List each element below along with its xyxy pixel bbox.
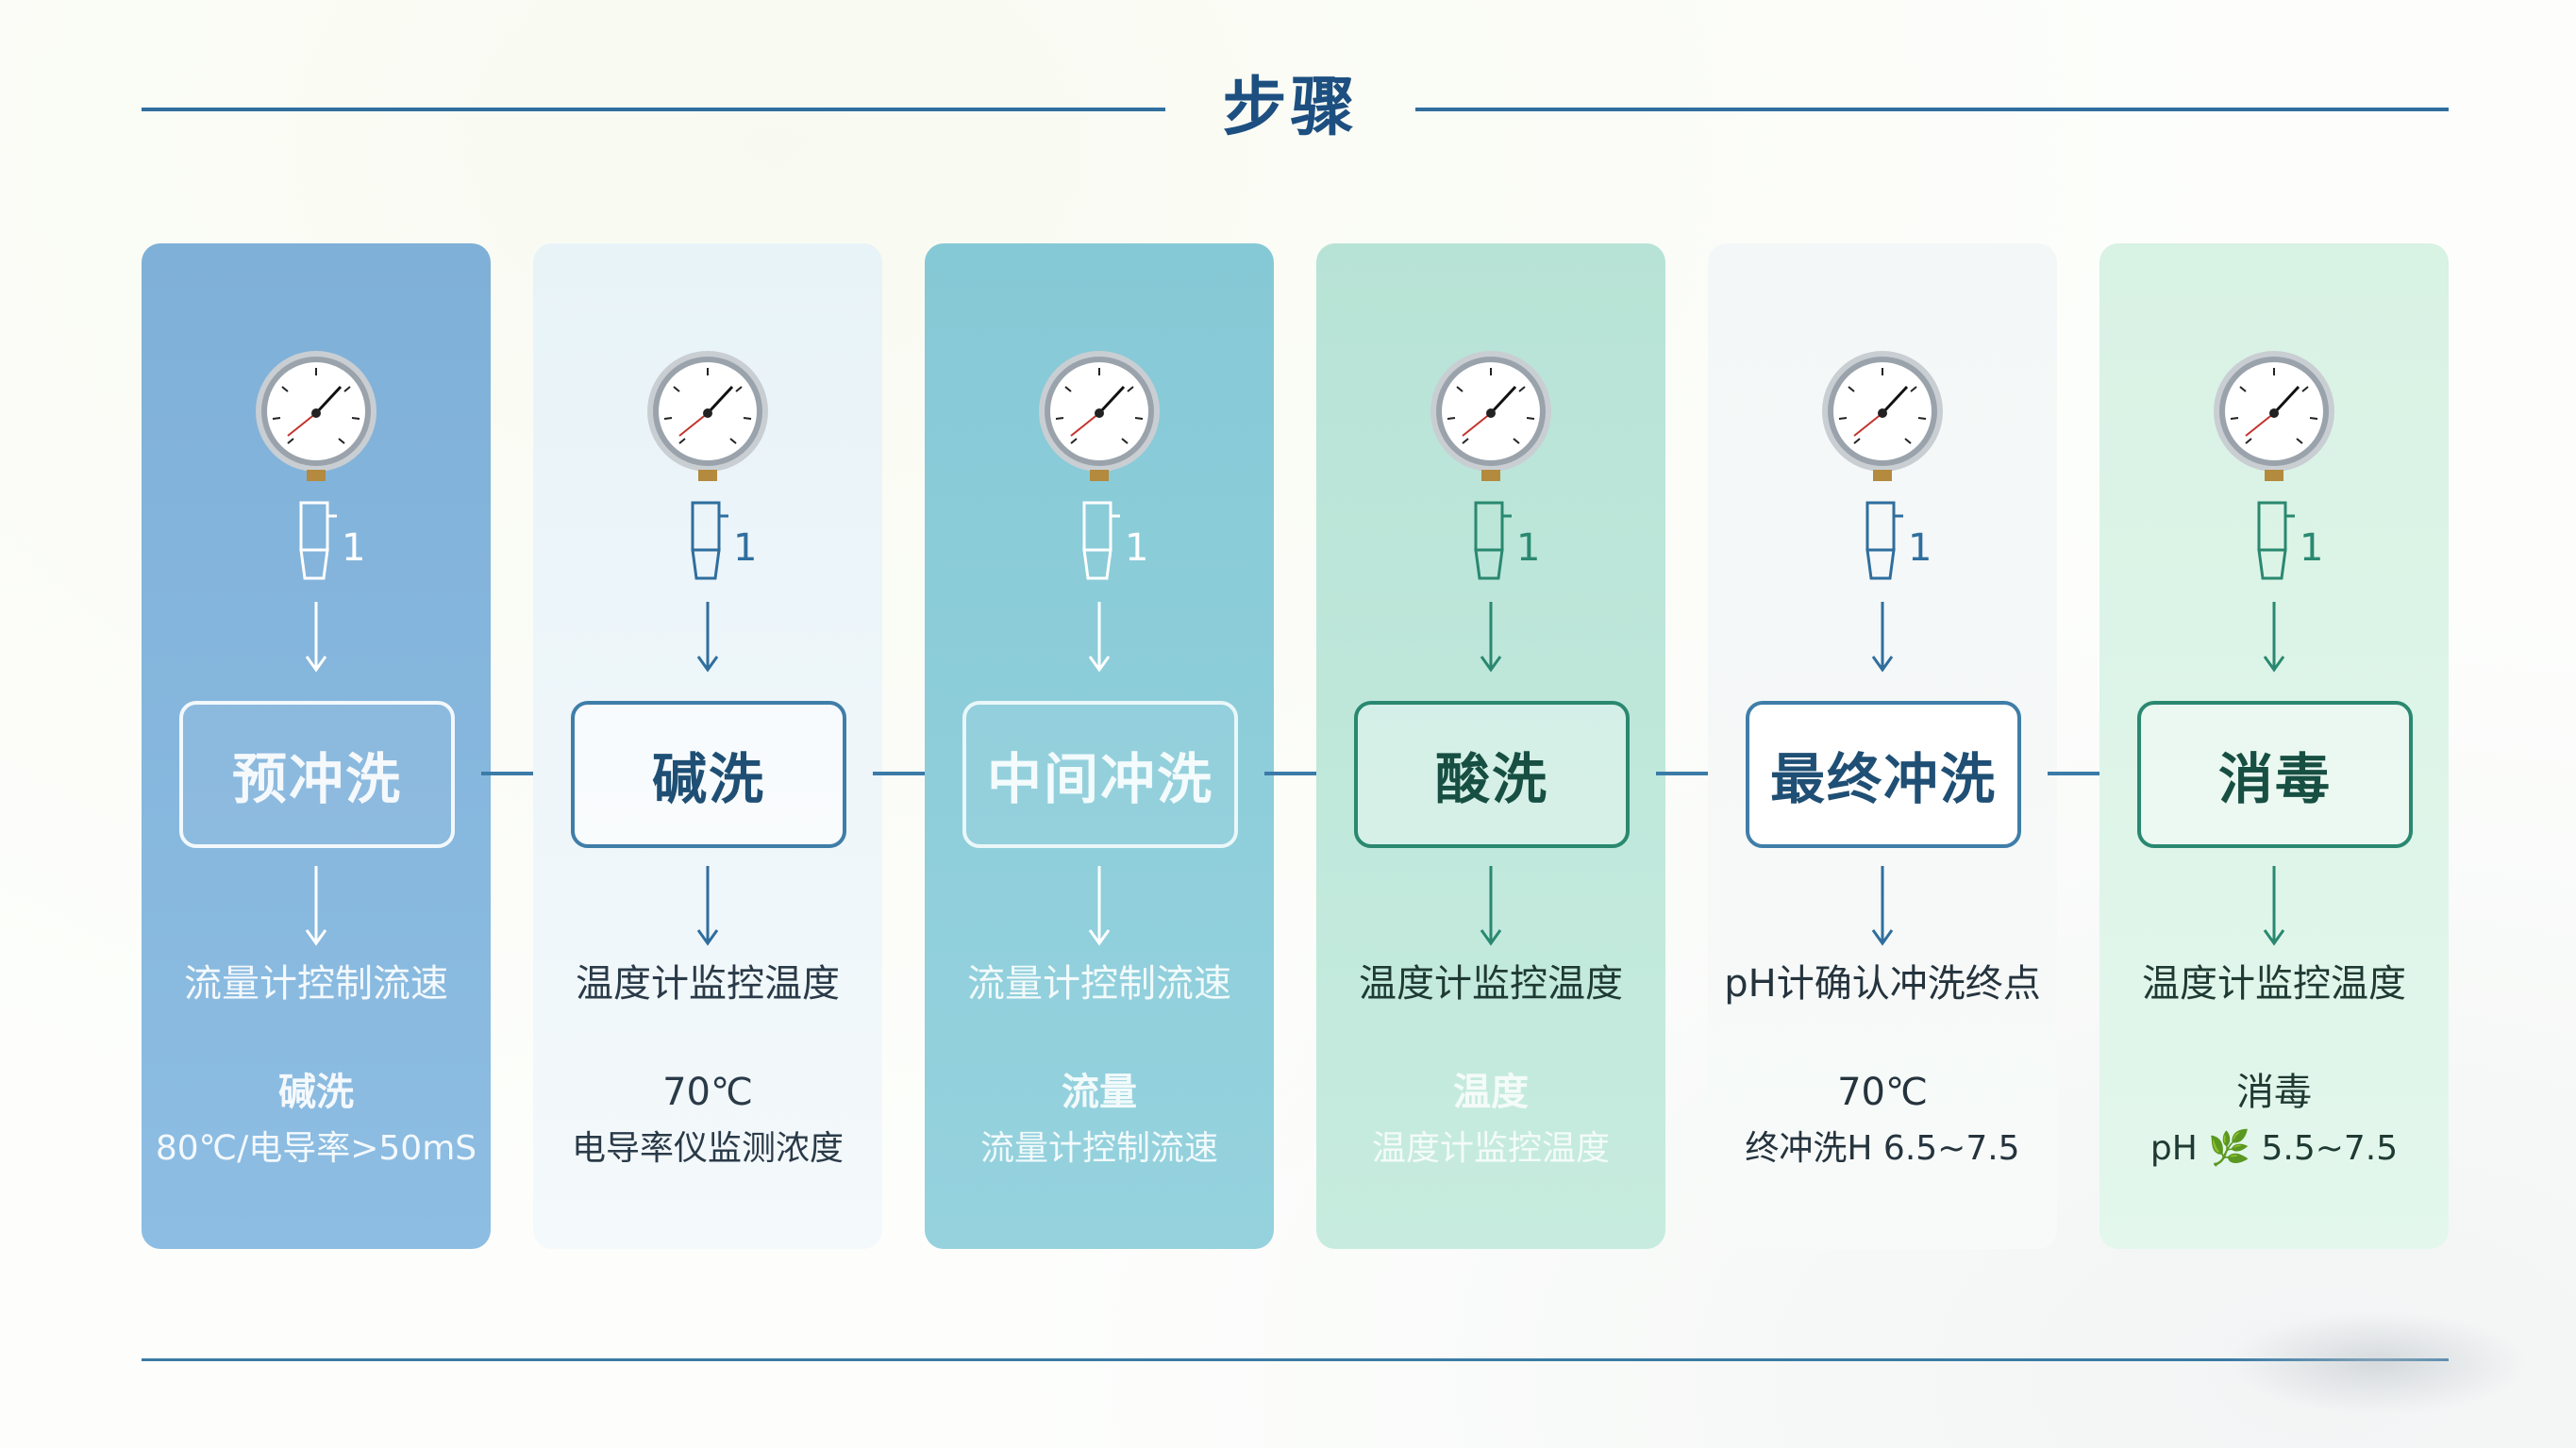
detail-subtext: 80℃/电导率>50mS bbox=[155, 1129, 477, 1168]
step-box: 中间冲洗 bbox=[962, 701, 1238, 848]
arrow-down-icon bbox=[1480, 602, 1502, 673]
step-column-4: 1 酸洗 温度计监控温度 温度 温度计监控温度 bbox=[1316, 243, 1665, 1249]
step-column-1: 1 预冲洗 流量计控制流速 碱洗 80℃/电导率>50mS bbox=[142, 243, 491, 1249]
detail-title: 70℃ bbox=[662, 1071, 753, 1114]
instrument-text: pH计确认冲洗终点 bbox=[1724, 962, 2041, 1006]
step-box: 最终冲洗 bbox=[1746, 701, 2021, 848]
instrument-text: 流量计控制流速 bbox=[184, 962, 448, 1006]
detail-title: 碱洗 bbox=[278, 1071, 354, 1114]
step-box: 酸洗 bbox=[1354, 701, 1630, 848]
sensor-label: 1 bbox=[1908, 526, 1932, 570]
step-box: 消毒 bbox=[2137, 701, 2413, 848]
detail-title: 70℃ bbox=[1837, 1071, 1928, 1114]
step-box: 预冲洗 bbox=[179, 701, 455, 848]
sensor-label: 1 bbox=[1125, 526, 1149, 570]
title-rule-right bbox=[1415, 108, 2449, 111]
detail-subtext: 流量计控制流速 bbox=[979, 1129, 1218, 1168]
pressure-gauge-icon bbox=[256, 351, 376, 481]
sensor-label: 1 bbox=[733, 526, 758, 570]
detail-title: 流量 bbox=[1062, 1071, 1137, 1114]
detail-subtext: 电导率仪监测浓度 bbox=[571, 1129, 844, 1168]
sensor-probe-icon bbox=[2257, 501, 2295, 580]
sensor-probe-icon bbox=[691, 501, 728, 580]
step-column-2: 1 碱洗 温度计监控温度 70℃ 电导率仪监测浓度 bbox=[533, 243, 882, 1249]
pressure-gauge-icon bbox=[1039, 351, 1160, 481]
arrow-down-icon bbox=[1088, 602, 1111, 673]
arrow-down-icon bbox=[305, 602, 327, 673]
arrow-down-icon bbox=[1871, 602, 1894, 673]
sensor-label: 1 bbox=[2300, 526, 2324, 570]
bottom-rule bbox=[142, 1358, 2449, 1361]
pressure-gauge-icon bbox=[2214, 351, 2334, 481]
sensor-probe-icon bbox=[1865, 501, 1903, 580]
sensor-probe-icon bbox=[299, 501, 337, 580]
sensor-label: 1 bbox=[342, 526, 366, 570]
detail-subtext: 温度计监控温度 bbox=[1371, 1129, 1610, 1168]
arrow-down-icon bbox=[1088, 866, 1111, 946]
arrow-down-icon bbox=[2263, 866, 2285, 946]
pressure-gauge-icon bbox=[1822, 351, 1943, 481]
arrow-down-icon bbox=[305, 866, 327, 946]
page-title: 步骤 bbox=[1222, 71, 1359, 145]
arrow-down-icon bbox=[1871, 866, 1894, 946]
arrow-down-icon bbox=[696, 602, 719, 673]
arrow-down-icon bbox=[1480, 866, 1502, 946]
step-column-3: 1 中间冲洗 流量计控制流速 流量 流量计控制流速 bbox=[925, 243, 1274, 1249]
detail-title: 温度 bbox=[1453, 1071, 1529, 1114]
sensor-label: 1 bbox=[1516, 526, 1541, 570]
bottom-smudge bbox=[2227, 1311, 2529, 1415]
pressure-gauge-icon bbox=[647, 351, 768, 481]
sensor-probe-icon bbox=[1082, 501, 1120, 580]
arrow-down-icon bbox=[696, 866, 719, 946]
title-rule-left bbox=[142, 108, 1165, 111]
arrow-down-icon bbox=[2263, 602, 2285, 673]
detail-subtext: 终冲洗H 6.5~7.5 bbox=[1745, 1129, 2020, 1168]
step-column-6: 1 消毒 温度计监控温度 消毒 pH 🌿 5.5~7.5 bbox=[2099, 243, 2449, 1249]
instrument-text: 温度计监控温度 bbox=[1359, 962, 1623, 1006]
step-column-5: 1 最终冲洗 pH计确认冲洗终点 70℃ 终冲洗H 6.5~7.5 bbox=[1708, 243, 2057, 1249]
pressure-gauge-icon bbox=[1430, 351, 1551, 481]
instrument-text: 温度计监控温度 bbox=[576, 962, 840, 1006]
step-box: 碱洗 bbox=[571, 701, 846, 848]
detail-title: 消毒 bbox=[2236, 1071, 2312, 1114]
detail-subtext: pH 🌿 5.5~7.5 bbox=[2149, 1129, 2399, 1168]
instrument-text: 温度计监控温度 bbox=[2142, 962, 2406, 1006]
instrument-text: 流量计控制流速 bbox=[967, 962, 1231, 1006]
sensor-probe-icon bbox=[1474, 501, 1512, 580]
